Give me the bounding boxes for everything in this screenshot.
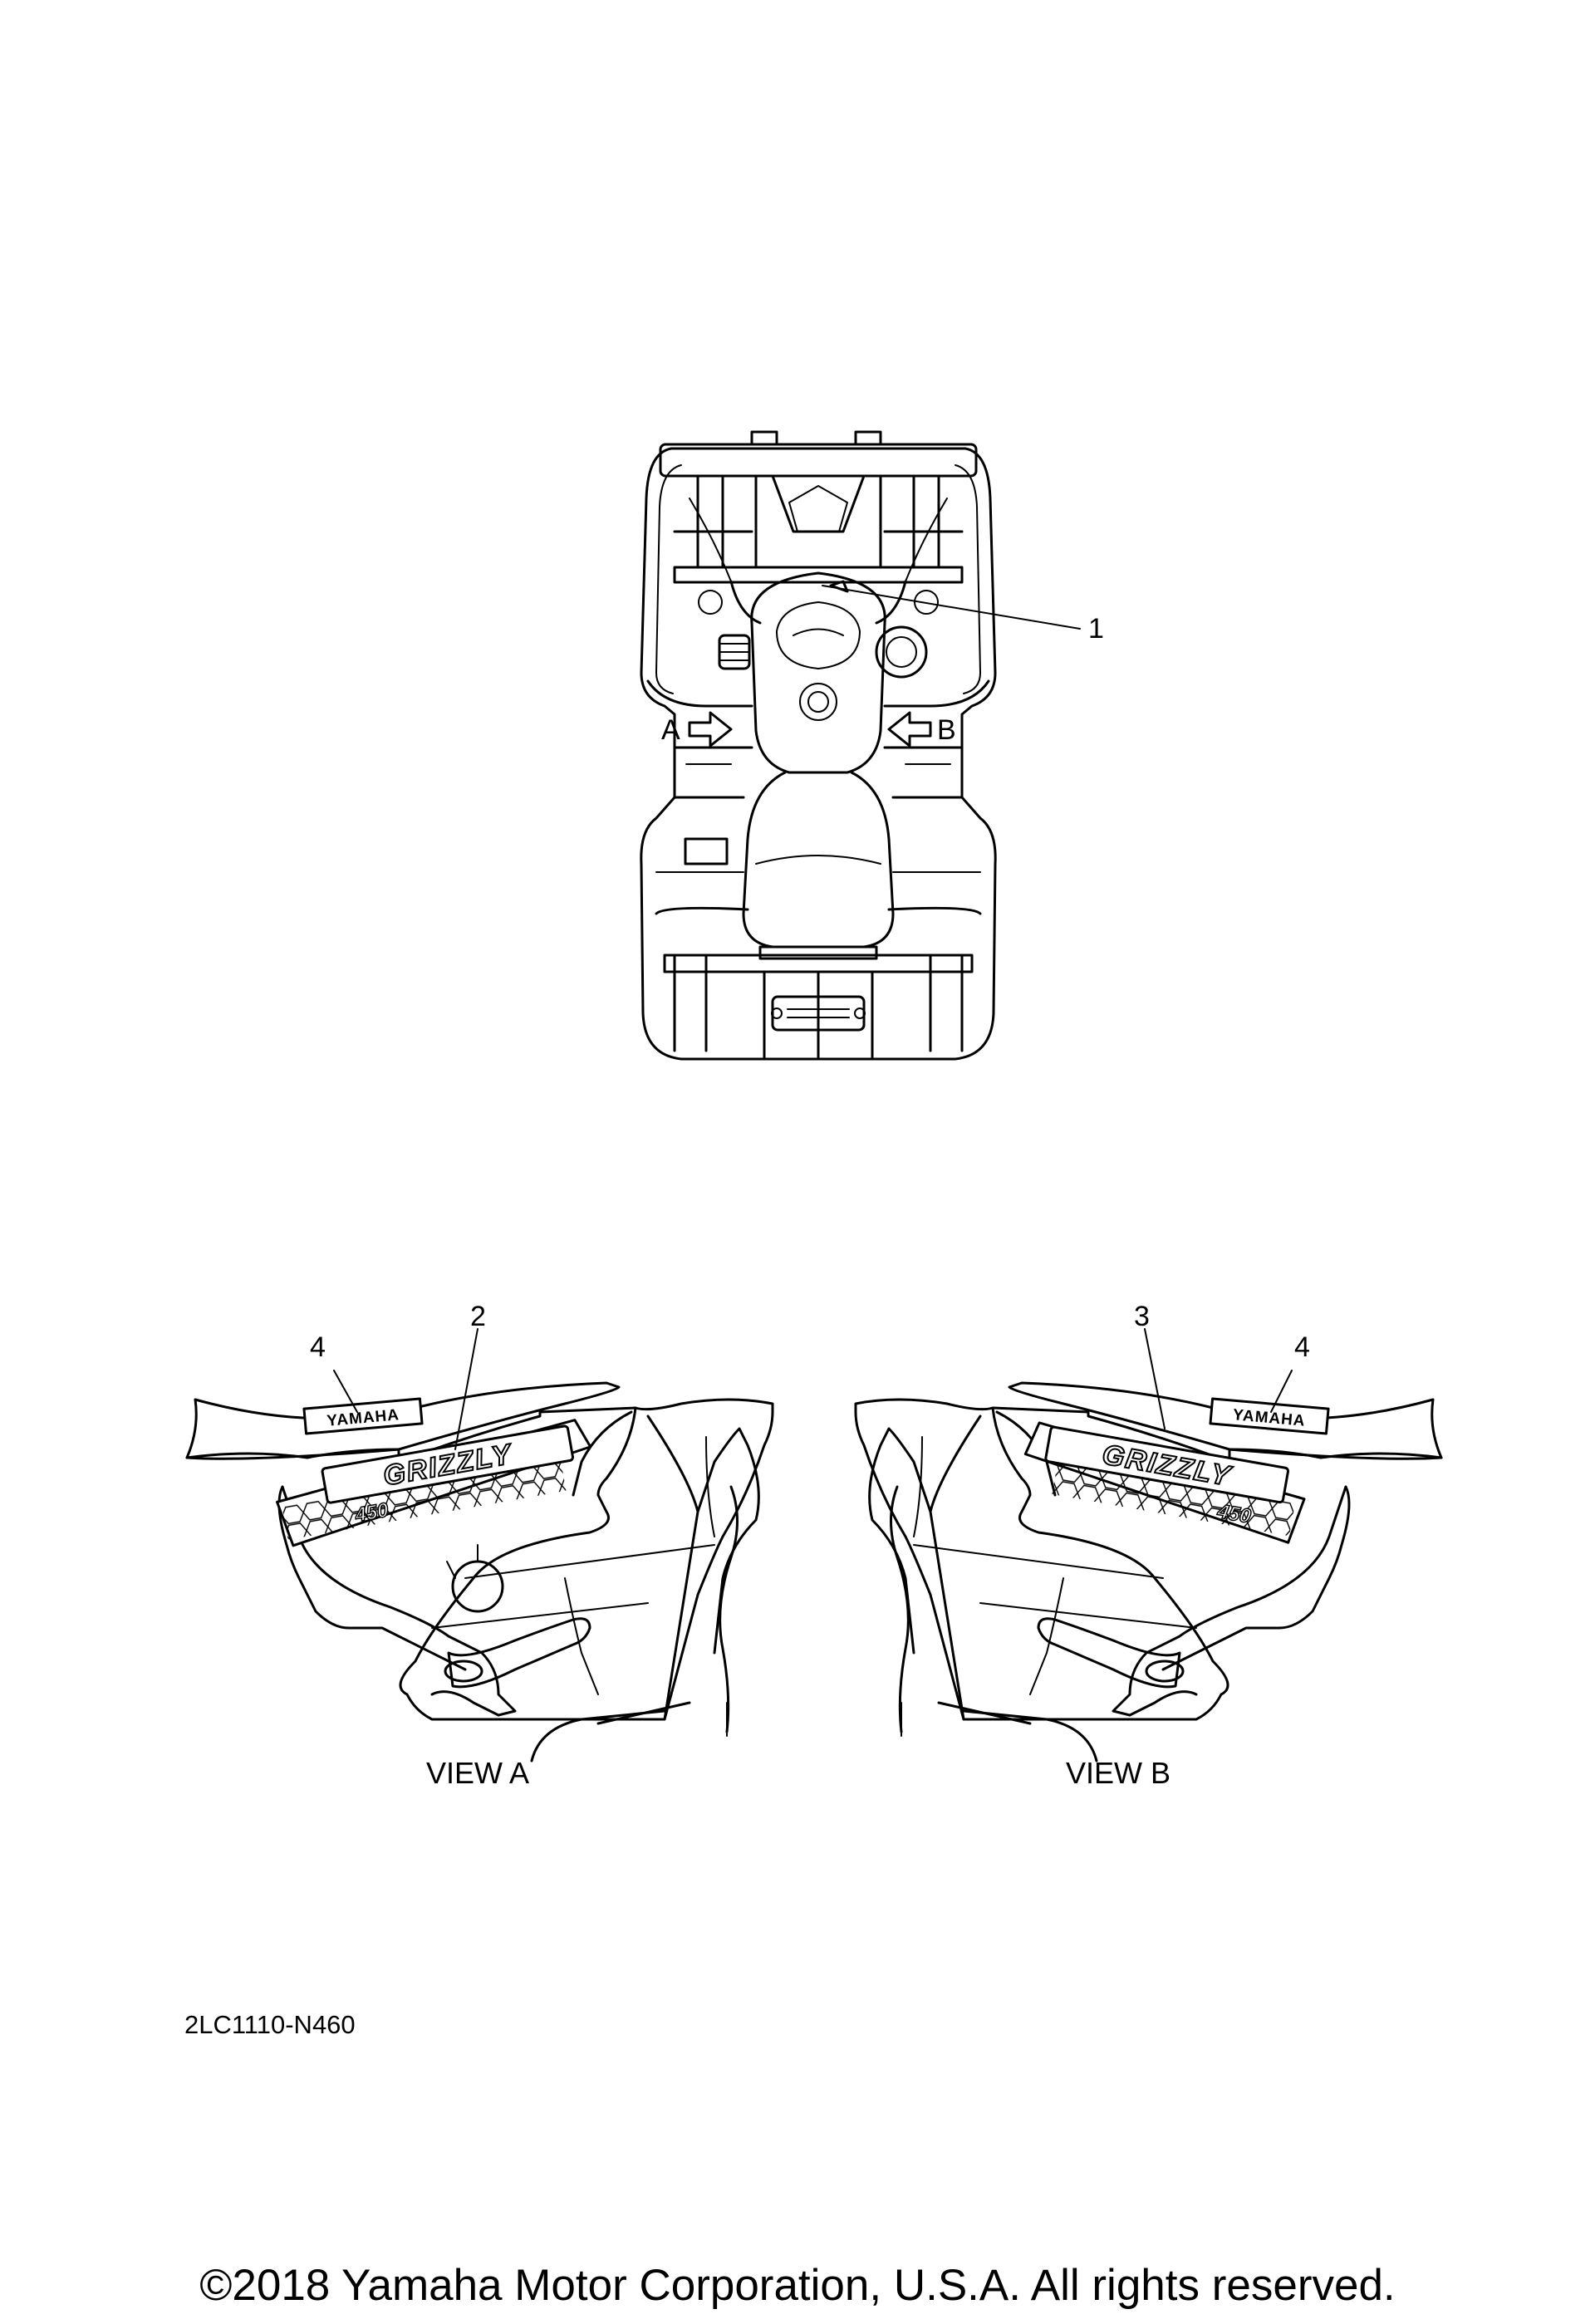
leader-line-4a [333,1370,358,1413]
front-rack [659,430,978,584]
callout-4-view-a: 4 [310,1331,326,1363]
callout-1: 1 [1088,613,1104,645]
copyright-notice: ©2018 Yamaha Motor Corporation, U.S.A. A… [199,2261,1396,2310]
grizzly-decal-view-a: GRIZZLY 450 [276,1419,592,1547]
rear-rack [655,906,982,1061]
yamaha-decal-view-a [302,1397,424,1435]
callout-4-view-b: 4 [1294,1331,1310,1363]
view-a-label: VIEW A [426,1756,530,1790]
leader-line-4b [1270,1370,1293,1413]
callout-2: 2 [470,1301,486,1332]
fuel-tank [750,571,886,774]
arrow-label-b: B [937,714,956,746]
view-arrow-a-icon [688,711,733,748]
leader-line-1 [822,585,1081,630]
leader-line-3 [1144,1328,1166,1429]
atv-top-view [640,430,1081,1061]
yamaha-decal-view-b [1209,1397,1330,1435]
diagram-code: 2LC1110-N460 [184,2010,356,2039]
atv-body-inner [655,464,981,694]
arrow-label-a: A [661,714,680,746]
callout-3: 3 [1134,1301,1150,1332]
view-b-label: VIEW B [1066,1756,1171,1790]
atv-body-outline [640,447,997,1061]
view-b-drawing: YAMAHA GRIZZLY 450 [854,1328,1443,1763]
seat [742,771,895,949]
leader-line-2 [454,1328,478,1450]
grizzly-decal-view-b: GRIZZLY 450 [1023,1421,1306,1544]
fuel-cap-icon [451,1560,504,1613]
view-a-drawing: YAMAHA GRIZZLY 450 [185,1328,774,1763]
front-hood [771,474,866,533]
view-arrow-b-icon [887,711,932,748]
